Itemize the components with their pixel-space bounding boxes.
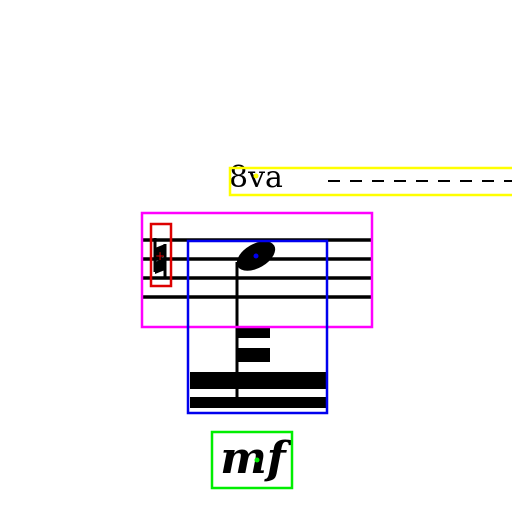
- ottava-bounding-box: [228, 166, 512, 197]
- note-bounding-box: [186, 239, 329, 415]
- dynamic-center-marker: [254, 457, 260, 463]
- beam-1: [190, 372, 327, 389]
- natural-sign: +: [153, 238, 167, 278]
- accidental-bounding-box: [149, 222, 173, 288]
- natural-sign-upper-bar: [155, 244, 165, 260]
- natural-sign-lower-bar: [155, 258, 165, 274]
- staff-bounding-box: [140, 211, 374, 329]
- beam-2: [190, 397, 327, 408]
- ledger-line-2: [237, 348, 270, 362]
- ottava-center-marker: [253, 173, 259, 179]
- accidental-center-marker: +: [155, 249, 165, 263]
- ledger-line-1: [237, 328, 270, 338]
- note-center-marker: [253, 253, 259, 259]
- dynamic-bounding-box: [210, 430, 294, 490]
- ottava-mark: 8va: [229, 160, 512, 195]
- dynamic-mark: mf: [220, 433, 293, 484]
- note-group: [190, 241, 327, 408]
